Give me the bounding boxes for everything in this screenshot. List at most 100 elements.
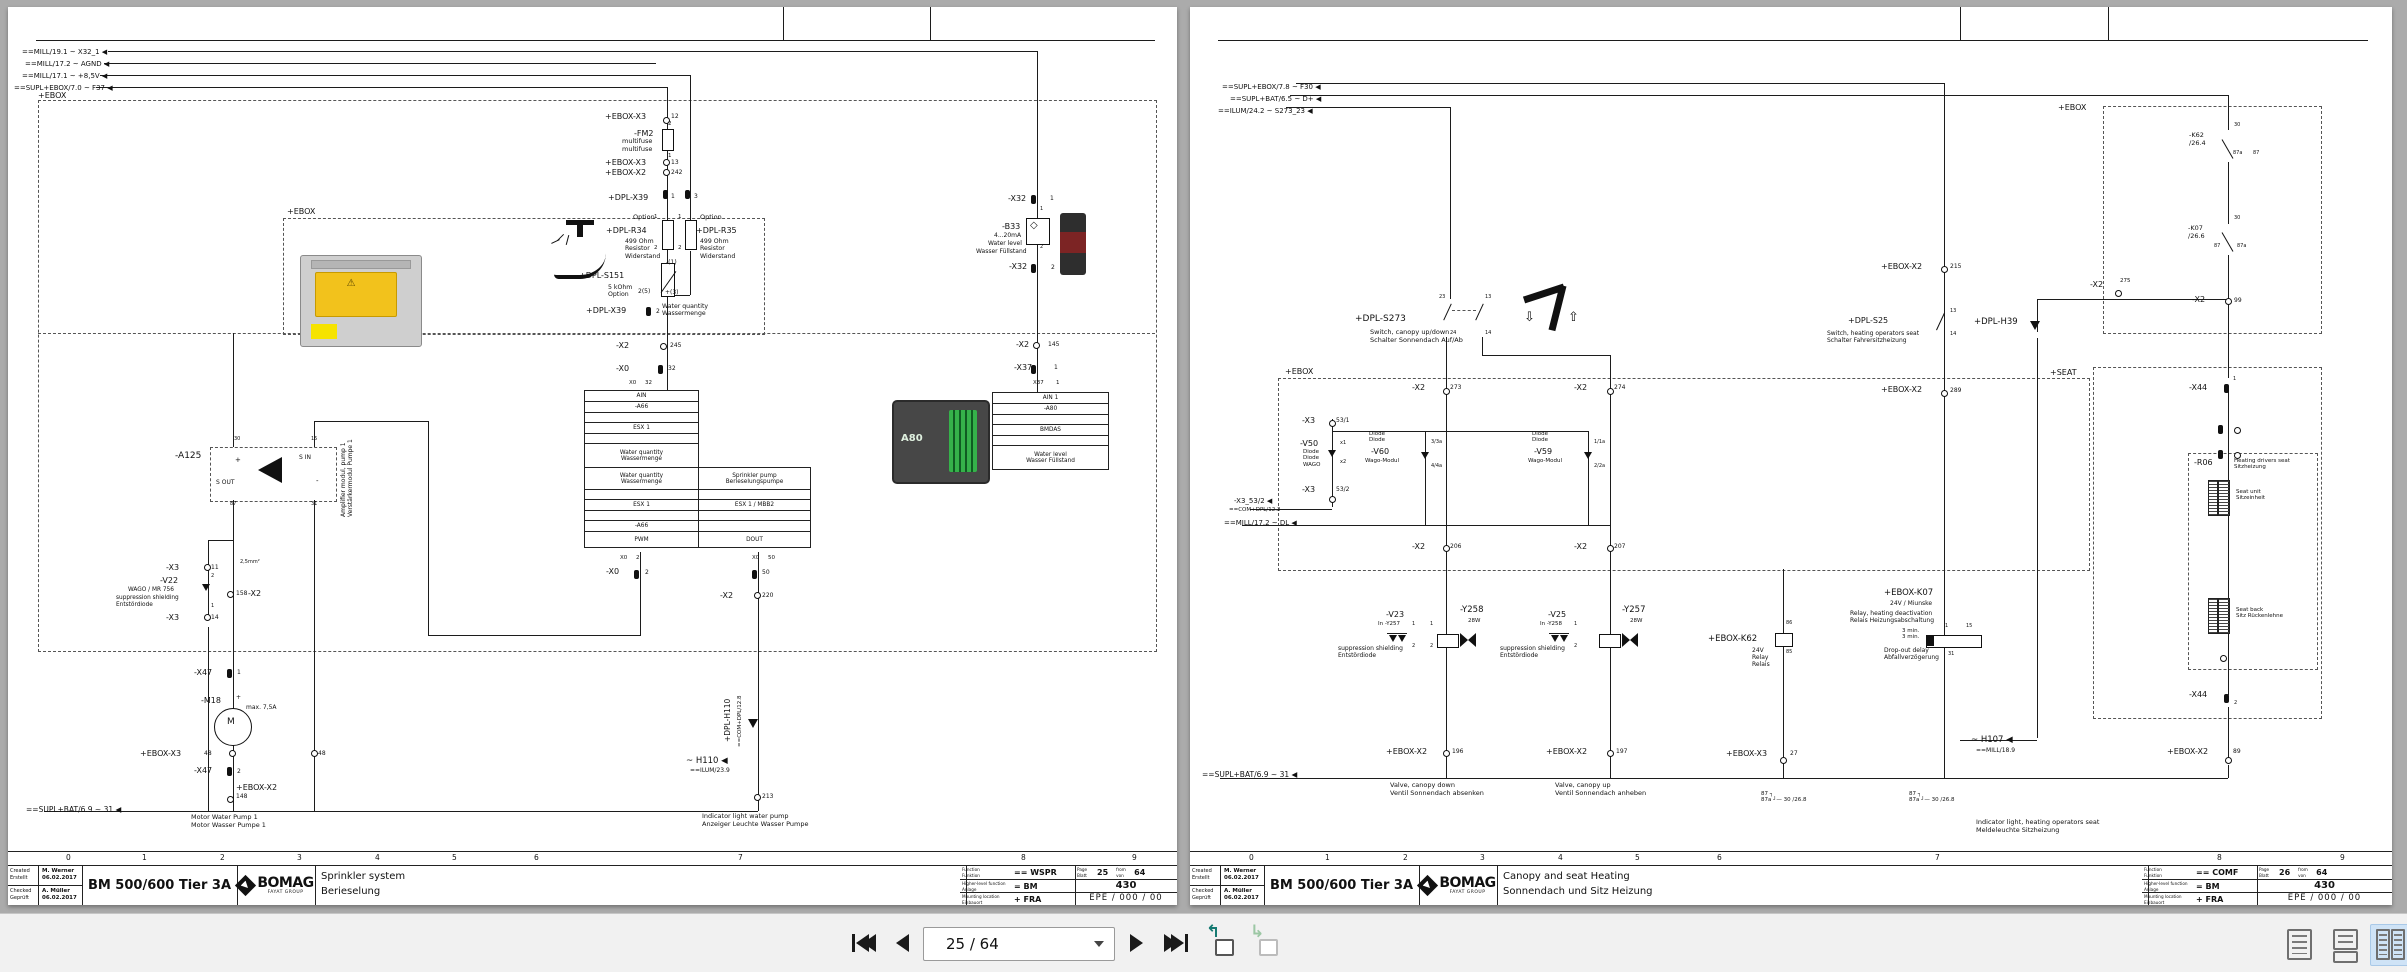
schematic-label: 13 bbox=[1485, 294, 1492, 300]
next-page-button[interactable] bbox=[1124, 928, 1148, 958]
ruler-number: 5 bbox=[452, 853, 457, 862]
single-page-view-button[interactable] bbox=[2287, 929, 2312, 960]
wire bbox=[96, 87, 667, 88]
valve-icon bbox=[1460, 633, 1476, 647]
wire bbox=[1296, 83, 1944, 84]
wire bbox=[1332, 431, 1588, 432]
first-page-button[interactable] bbox=[846, 928, 882, 958]
schematic-label: 30 bbox=[2234, 122, 2241, 128]
wire bbox=[690, 75, 691, 223]
connector-pin-icon bbox=[1031, 365, 1036, 374]
schematic-label: 24 bbox=[1450, 330, 1457, 336]
a80-label-stripes bbox=[948, 410, 977, 473]
diode-icon bbox=[202, 584, 210, 591]
cross-reference-label: ==SUPL+EBOX/7.0 ~ F37 ◀ bbox=[14, 84, 113, 92]
terminal-circle bbox=[204, 614, 211, 621]
schematic-label: 24V / Miunske bbox=[1890, 600, 1933, 607]
symbol-stroke bbox=[1443, 303, 1452, 321]
component-symbol bbox=[662, 220, 674, 250]
page-indicator[interactable]: 25 / 64 bbox=[946, 935, 999, 953]
wire bbox=[2037, 299, 2228, 300]
diode-icon bbox=[1421, 452, 1429, 459]
schematic-label: 158 bbox=[236, 590, 248, 597]
schematic-label: -M18 bbox=[201, 696, 221, 705]
module-table-cell: PWM bbox=[584, 531, 699, 548]
schematic-label: 53/1 bbox=[1336, 417, 1350, 424]
schematic-label: -X47 bbox=[194, 766, 213, 775]
schematic-label: +SEAT bbox=[2050, 368, 2077, 377]
schematic-label: +EBOX-X2 bbox=[1546, 747, 1588, 756]
schematic-label: 12 bbox=[671, 113, 679, 120]
sheet-title: Canopy and seat Heating Sonnendach und S… bbox=[1497, 866, 2149, 905]
symbol-stroke bbox=[1475, 303, 1484, 321]
ruler-number: 9 bbox=[1132, 853, 1137, 862]
schematic-label: -V23 bbox=[1386, 610, 1405, 619]
connector-pin-icon bbox=[752, 570, 757, 579]
wire bbox=[1783, 761, 1784, 778]
cross-reference-label: ==SUPL+BAT/6.9 ~ 31 ◀ bbox=[1202, 770, 1298, 779]
schematic-label: 30 bbox=[234, 436, 241, 442]
previous-view-button[interactable]: ↰ bbox=[1206, 922, 1236, 958]
wire bbox=[208, 540, 209, 618]
scrolling-view-button[interactable] bbox=[2333, 929, 2358, 950]
diode-icon bbox=[1398, 635, 1406, 642]
schematic-label: 245 bbox=[670, 342, 682, 349]
wire bbox=[108, 51, 1037, 52]
schematic-label: 3 bbox=[694, 193, 698, 200]
doc-code: EPE / 000 / 00 bbox=[1075, 892, 1177, 906]
wire bbox=[208, 627, 209, 811]
schematic-label: 1 bbox=[1040, 206, 1044, 212]
chevron-down-icon[interactable] bbox=[1094, 941, 1104, 947]
next-view-button[interactable]: ↳ bbox=[1250, 922, 1280, 958]
wire bbox=[1783, 645, 1784, 757]
schematic-label: 15 bbox=[311, 436, 318, 442]
connector-pin-icon bbox=[685, 190, 690, 199]
schematic-label: 89 bbox=[2233, 748, 2241, 755]
wire bbox=[314, 421, 428, 422]
cross-reference-label: -X3_53/2 ◀ bbox=[1234, 497, 1273, 505]
schematic-label: 50 bbox=[768, 555, 775, 561]
doc-code: EPE / 000 / 00 bbox=[2257, 892, 2392, 906]
cross-reference-label: ==ILUM/24.2 ~ S273_23 ◀ bbox=[1218, 107, 1313, 115]
schematic-label: 1 bbox=[237, 669, 241, 676]
schematic-label: 87a bbox=[2237, 243, 2247, 249]
terminal-circle bbox=[1607, 750, 1614, 757]
connector-pin-icon bbox=[646, 307, 651, 316]
schematic-label: 1 bbox=[678, 214, 682, 220]
terminal-circle bbox=[1329, 420, 1336, 427]
ruler-number: 3 bbox=[1480, 853, 1485, 862]
page-number-input[interactable]: 25 / 64 bbox=[923, 927, 1115, 961]
two-page-view-button-right bbox=[2391, 929, 2405, 960]
last-page-button[interactable] bbox=[1158, 928, 1194, 958]
terminal-circle bbox=[2220, 655, 2227, 662]
wire bbox=[1960, 740, 2037, 741]
schematic-label: 499 Ohm Resistor Widerstand bbox=[700, 238, 736, 260]
schematic-label: 1 bbox=[1574, 621, 1578, 627]
terminal-circle bbox=[229, 750, 236, 757]
schematic-label: +EBOX bbox=[2058, 103, 2087, 112]
led-icon bbox=[2030, 321, 2040, 330]
schematic-label: 148 bbox=[236, 793, 248, 800]
schematic-label: 242 bbox=[671, 169, 683, 176]
module-table-cell: Water level Wasser Füllstand bbox=[992, 445, 1109, 470]
schematic-label: +(3) bbox=[665, 289, 679, 296]
schematic-label: +EBOX-X2 bbox=[1881, 385, 1923, 394]
schematic-label: x2 bbox=[1340, 459, 1347, 465]
connector-pin-icon bbox=[2218, 425, 2223, 434]
previous-page-button[interactable] bbox=[890, 928, 914, 958]
schematic-label: -FM2 bbox=[634, 129, 654, 138]
schematic-label: 2(5) bbox=[638, 288, 651, 295]
cross-reference-label: ==MILL/18.9 bbox=[1976, 747, 2016, 754]
ruler-number: 7 bbox=[1935, 853, 1940, 862]
schematic-label: 2 bbox=[237, 768, 241, 775]
schematic-label: -X3 bbox=[166, 563, 180, 572]
schematic-label: Wasser Füllstand bbox=[976, 248, 1027, 255]
schematic-label: X37 bbox=[1033, 380, 1044, 386]
wire bbox=[2228, 765, 2229, 778]
schematic-label: -X44 bbox=[2189, 383, 2208, 392]
two-page-view-button[interactable] bbox=[2376, 929, 2390, 960]
schematic-label: WAGO / MR 756 bbox=[128, 587, 174, 593]
terminal-circle bbox=[2234, 452, 2241, 459]
